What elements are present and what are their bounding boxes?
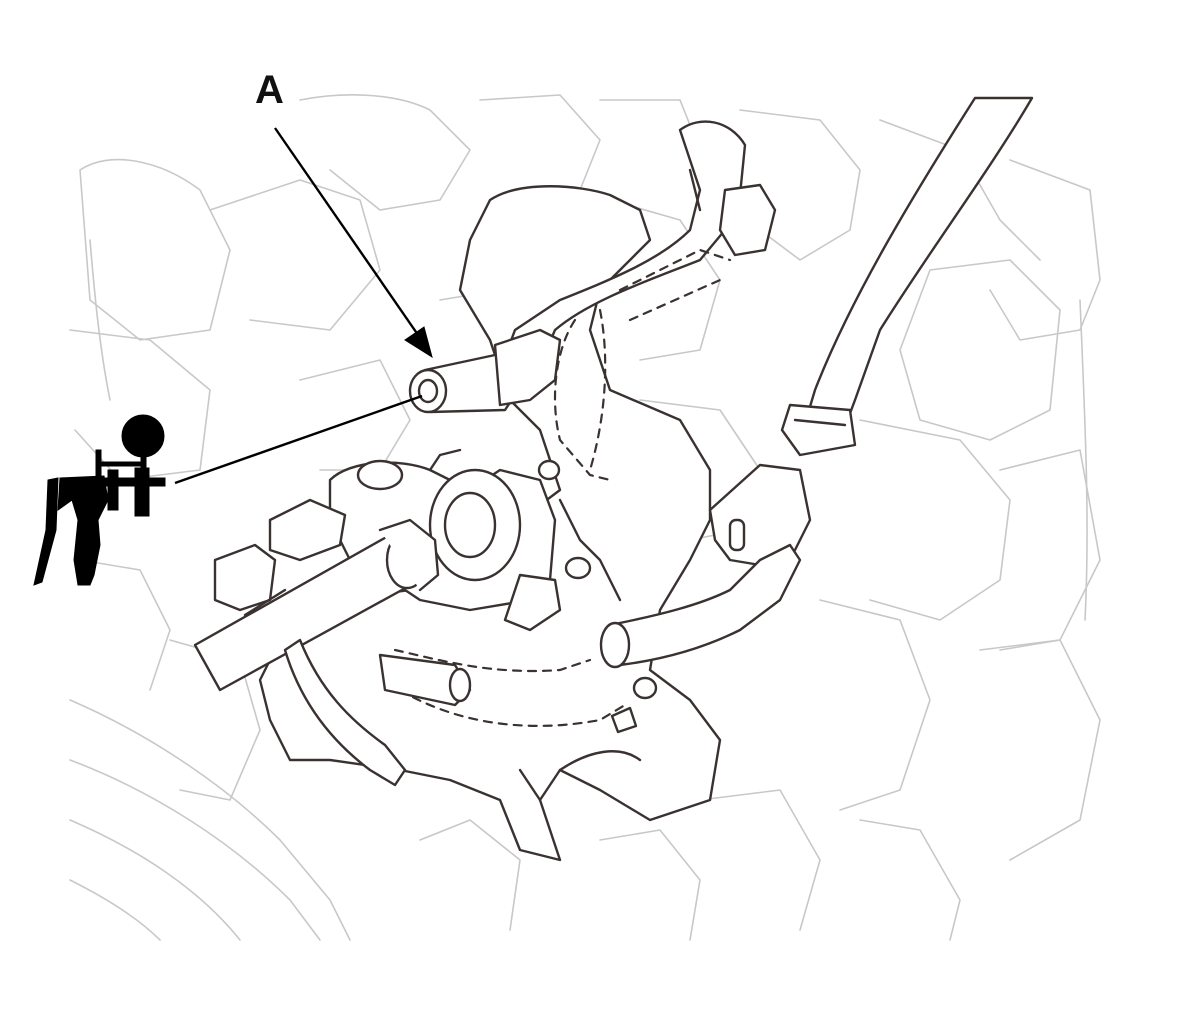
hose-a (408, 328, 562, 414)
right-hose (599, 96, 1034, 669)
lower-small-hose (283, 638, 472, 787)
hidden-hose-routing (393, 248, 732, 727)
pump-connection-line (174, 394, 423, 485)
engine-background (69, 94, 1101, 941)
vacuum-pump-gauge-icon (33, 414, 166, 586)
callout-a-arrow (274, 127, 433, 359)
callout-label-a: A (255, 68, 284, 112)
actuator-assembly (213, 448, 562, 632)
upper-hose (498, 120, 777, 392)
foreground-hose (193, 518, 440, 692)
